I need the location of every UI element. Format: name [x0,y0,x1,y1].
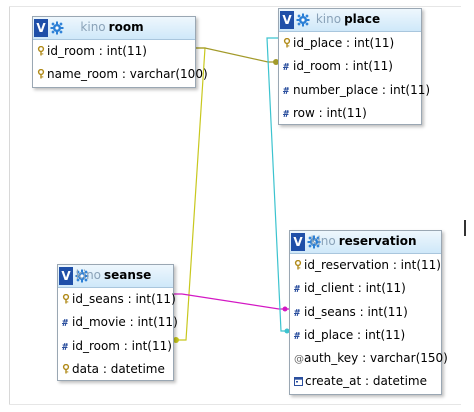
table-name: reservation [338,234,417,248]
field-row[interactable]: #id_room : int(11) [279,55,421,78]
key-icon [37,69,46,79]
field-label: id_reservation : int(11) [304,258,441,272]
v-badge-icon[interactable]: V [34,19,48,37]
relation-seanse-room-end [173,337,179,343]
table-name: seanse [104,268,152,282]
table-place-fields: id_place : int(11)#id_room : int(11)#num… [279,32,430,125]
field-row[interactable]: data : datetime [58,358,173,381]
field-row[interactable]: id_place : int(11) [279,32,421,55]
field-row[interactable]: #id_place : int(11) [290,324,441,347]
table-seanse-fields: id_seans : int(11)#id_movie : int(11)#id… [58,288,178,381]
schema-label: kino [310,234,336,248]
field-row[interactable]: #id_client : int(11) [290,277,441,300]
schema-label: kino [315,12,342,26]
at-icon: @ [294,354,304,366]
key-icon [62,363,71,374]
schema-label: kino [75,268,102,282]
field-label: id_client : int(11) [304,281,406,296]
field-label: id_room : int(11) [72,338,172,353]
v-badge-icon[interactable]: V [291,233,305,251]
field-row[interactable]: #row : int(11) [279,102,421,125]
field-row[interactable]: #number_place : int(11) [279,79,430,102]
field-label: name_room : varchar(100) [47,67,208,82]
field-label: data : datetime [72,361,165,376]
key-icon [283,38,292,48]
field-label: id_room : int(11) [47,44,147,58]
field-label: id_movie : int(11) [72,315,178,330]
table-room-fields: id_room : int(11) name_room : varchar(100… [33,40,208,87]
hash-icon: # [62,318,69,330]
field-row[interactable]: id_room : int(11) [33,40,195,63]
v-badge-icon[interactable]: V [59,267,73,285]
canvas-frame-bottom [9,404,461,405]
relation-place-room[interactable] [194,47,278,63]
field-row[interactable]: @auth_key : varchar(150) [290,347,448,370]
table-name: place [344,12,381,26]
table-name: room [108,20,144,34]
table-reservation-fields: id_reservation : int(11)#id_client : int… [290,254,448,394]
field-row[interactable]: id_seans : int(11) [58,288,176,311]
field-label: id_seans : int(11) [72,292,176,306]
gear-icon[interactable] [307,235,321,249]
hash-icon: # [283,62,290,74]
gear-icon[interactable] [296,13,310,27]
field-row[interactable]: id_reservation : int(11) [290,254,441,277]
hash-icon: # [294,307,301,319]
relation-reservation-seanse[interactable] [172,293,289,310]
field-label: number_place : int(11) [293,82,431,97]
hash-icon: # [283,108,290,120]
text-cursor [464,220,466,236]
relation-place-room-end [273,59,279,65]
hash-icon: # [294,330,301,342]
field-label: create_at : datetime [305,374,427,389]
field-row[interactable]: #id_seans : int(11) [290,301,441,324]
calendar-icon [294,371,303,387]
gear-icon[interactable] [50,21,64,35]
field-label: row : int(11) [293,105,367,120]
schema-label: kino [80,20,106,34]
key-icon [294,260,303,270]
field-row[interactable]: create_at : datetime [290,370,441,393]
canvas-frame-left [9,6,10,404]
field-label: id_room : int(11) [293,59,393,74]
field-row[interactable]: #id_movie : int(11) [58,311,178,334]
field-label: id_place : int(11) [293,36,395,50]
field-row[interactable]: #id_room : int(11) [58,335,173,358]
field-label: auth_key : varchar(150) [304,351,448,366]
relation-reservation-seanse-end [282,306,288,312]
canvas-frame-top [9,6,461,7]
hash-icon: # [294,284,301,296]
key-icon [62,294,71,304]
gear-icon[interactable] [75,269,89,283]
field-row[interactable]: name_room : varchar(100) [33,63,208,86]
relation-reservation-place-end [284,328,290,334]
field-label: id_seans : int(11) [304,304,408,319]
v-badge-icon[interactable]: V [280,11,294,29]
hash-icon: # [62,341,69,353]
field-label: id_place : int(11) [304,327,406,342]
key-icon [37,46,46,56]
hash-icon: # [283,85,290,97]
